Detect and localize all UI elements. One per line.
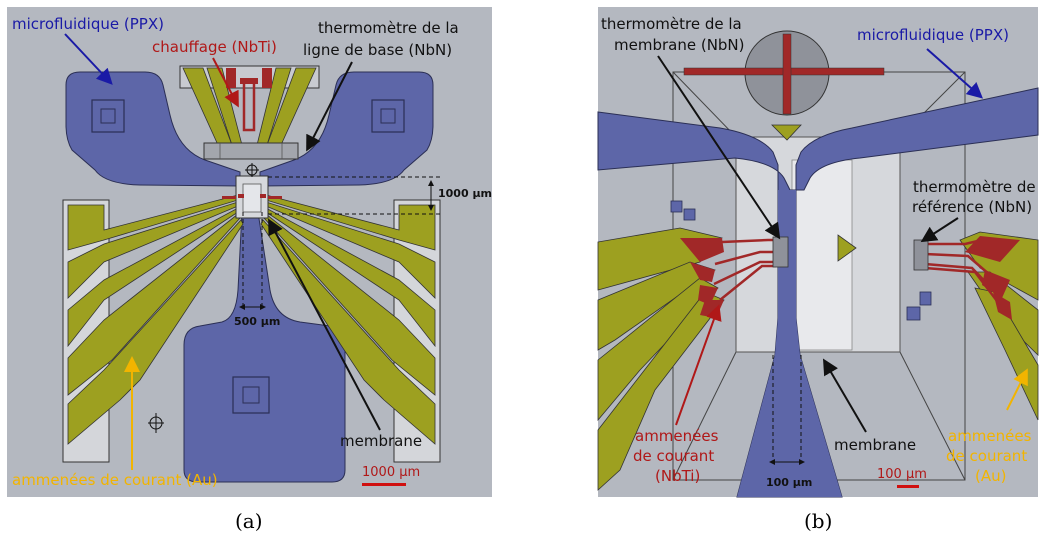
arrow-nbti-leads: [675, 304, 722, 426]
triangle-marker-right: [837, 234, 857, 262]
panel-a: 1000 µm 500 µm microfluidique (PPX) chau…: [7, 7, 492, 497]
caption-b: (b): [804, 509, 832, 533]
label-current-leads: ammenées de courant (Au): [12, 471, 218, 489]
label-au-leads-line3: (Au): [975, 467, 1006, 485]
scale-bar-label: 1000 µm: [362, 465, 420, 480]
label-membrane-b: membrane: [834, 436, 916, 454]
arrow-heater: [212, 57, 239, 108]
label-au-leads-line1: ammenées: [948, 427, 1032, 445]
microfluidic-channel: [597, 87, 1039, 498]
label-membrane-thermometer-line1: thermomètre de la: [601, 15, 742, 33]
label-nbti-leads-line2: de courant: [633, 447, 714, 465]
heater-nbti: [226, 68, 272, 132]
alignment-squares-left: [670, 200, 696, 221]
membrane-window: [242, 183, 262, 213]
arrow-au-leads: [1006, 368, 1028, 411]
left-leads-b: [597, 227, 789, 491]
label-membrane-thermometer-line2: membrane (NbN): [614, 36, 745, 54]
dimension-horizontal-b: [769, 355, 805, 465]
label-microfluidic: microfluidique (PPX): [12, 15, 164, 33]
alignment-cross-top: [245, 163, 259, 177]
pad-square-top-right: [371, 99, 405, 133]
dim-horizontal-label-b: 100 µm: [766, 476, 812, 489]
dim-horizontal-label: 500 µm: [234, 315, 280, 328]
arrow-microfluidic-b: [926, 48, 983, 99]
scale-bar: [362, 483, 406, 486]
microfluidic-pad-bottom: [183, 211, 346, 483]
arrow-membrane-b: [822, 358, 867, 433]
label-membrane: membrane: [340, 432, 422, 450]
pad-square-inner-bottom: [242, 386, 260, 404]
arrow-membrane: [268, 218, 381, 431]
right-gold-leads: [260, 194, 436, 445]
label-microfluidic-b: microfluidique (PPX): [857, 26, 1009, 44]
scale-bar-b: [897, 485, 919, 488]
panel-b: 100 µm thermomètre de la membrane (NbN) …: [597, 7, 1039, 498]
arrow-baseline-thermometer: [306, 61, 353, 152]
nbti-cross-vertical: [782, 33, 792, 115]
caption-a: (a): [235, 509, 263, 533]
arrow-reference-thermometer: [920, 217, 959, 243]
scale-bar-label-b: 100 µm: [877, 467, 927, 482]
arrow-membrane-thermometer: [657, 55, 781, 240]
dimension-vertical: [268, 176, 440, 215]
label-nbti-leads-line1: ammenées: [635, 427, 719, 445]
pad-square-inner-top-right: [380, 108, 396, 124]
baseline-thermometer-bar: [203, 142, 299, 160]
label-au-leads-line2: de courant: [946, 447, 1027, 465]
label-reference-thermometer-line1: thermomètre de: [913, 178, 1036, 196]
arrow-microfluidic: [64, 33, 113, 85]
label-baseline-thermometer-line1: thermomètre de la: [318, 19, 459, 37]
triangle-marker-top: [771, 124, 802, 141]
right-leads-b: [913, 231, 1039, 421]
dim-vertical-label: 1000 µm: [438, 187, 492, 200]
alignment-cross-bottom: [148, 413, 164, 433]
left-gold-leads: [67, 194, 244, 445]
label-baseline-thermometer-line2: ligne de base (NbN): [303, 41, 452, 59]
pad-square-bottom: [232, 376, 270, 414]
pad-square-top-left: [91, 99, 125, 133]
pad-square-inner-top-left: [100, 108, 116, 124]
label-nbti-leads-line3: (NbTi): [655, 467, 700, 485]
dimension-horizontal: [239, 212, 266, 310]
label-reference-thermometer-line2: référence (NbN): [912, 198, 1032, 216]
label-heater: chauffage (NbTi): [152, 38, 277, 56]
alignment-squares-right: [906, 291, 932, 321]
